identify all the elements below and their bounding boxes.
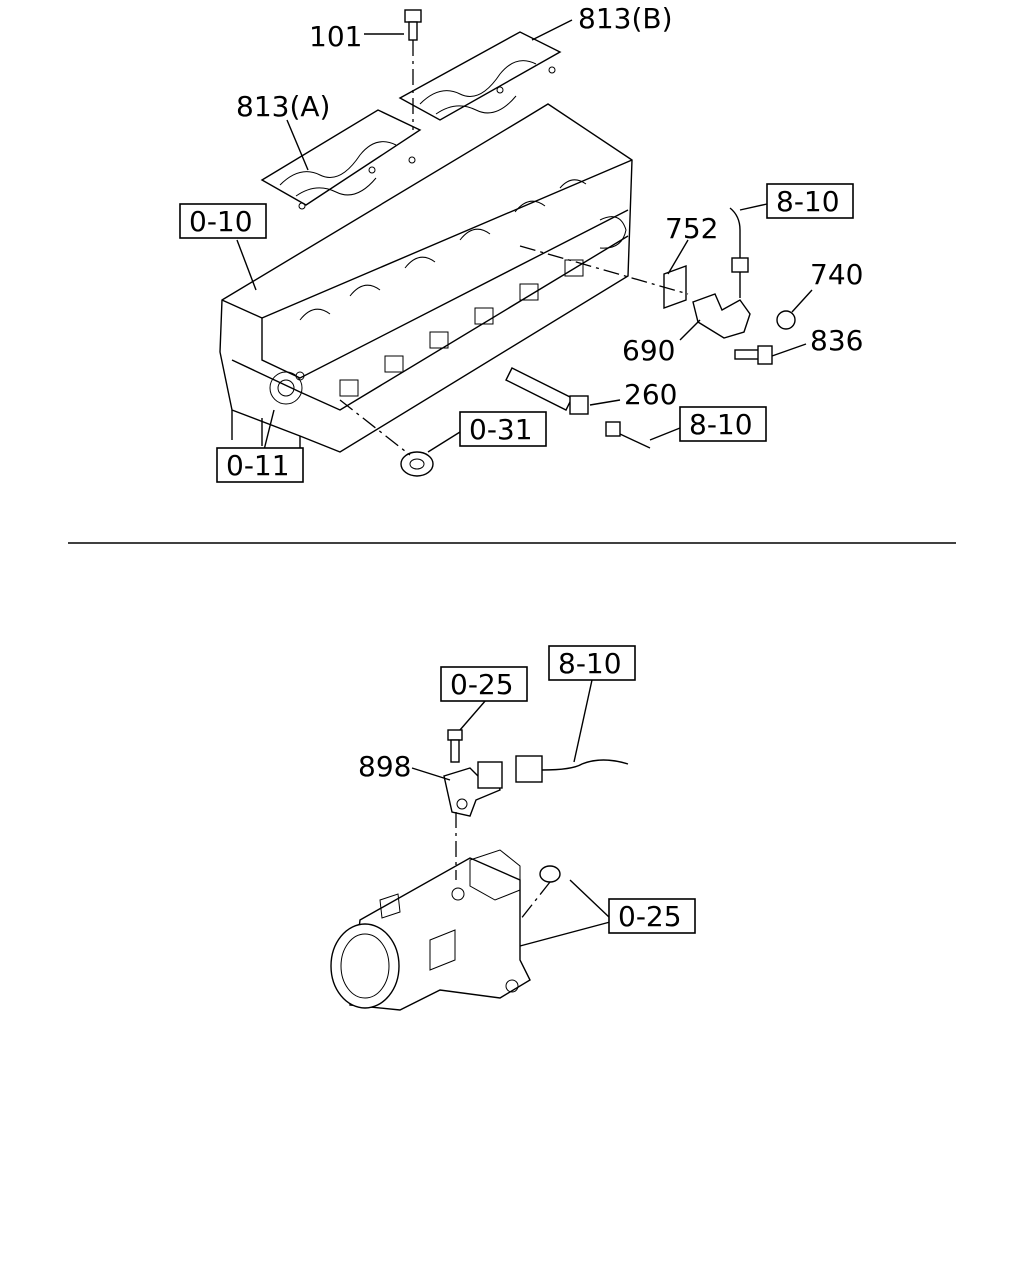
callout-813b: 813(B) [578, 2, 673, 35]
ref-0-25-bottom-label: 0-25 [618, 900, 682, 933]
bottom-leader-lines [411, 679, 611, 947]
callout-260: 260 [624, 378, 677, 411]
sensor-898-illustration [443, 729, 629, 817]
housing-illustration [330, 849, 561, 1011]
ref-box-8-10-mid[interactable]: 8-10 [679, 406, 767, 442]
ref-box-8-10-top[interactable]: 8-10 [766, 183, 854, 219]
callout-752: 752 [665, 212, 718, 245]
callout-836: 836 [810, 324, 863, 357]
callout-690: 690 [622, 334, 675, 367]
ref-8-10-bottom-label: 8-10 [558, 647, 622, 680]
sensor-690-illustration [663, 207, 796, 365]
ref-8-10-mid-label: 8-10 [689, 408, 753, 441]
bolt-101-illustration [404, 9, 422, 41]
callout-101: 101 [309, 20, 362, 53]
ref-box-0-11[interactable]: 0-11 [216, 447, 304, 483]
harness-813a-illustration [260, 109, 422, 210]
ref-box-0-31[interactable]: 0-31 [459, 411, 547, 447]
cylinder-head-illustration [219, 103, 633, 458]
callout-898: 898 [358, 750, 411, 783]
ref-0-10-label: 0-10 [189, 205, 253, 238]
ref-box-0-25-top[interactable]: 0-25 [440, 666, 528, 702]
ref-0-31-label: 0-31 [469, 413, 533, 446]
callout-740: 740 [810, 258, 863, 291]
harness-813b-illustration [398, 31, 562, 121]
ref-0-25-top-label: 0-25 [450, 668, 514, 701]
ref-0-11-label: 0-11 [226, 449, 290, 482]
ref-box-8-10-bottom[interactable]: 8-10 [548, 645, 636, 681]
sensor-260-illustration [505, 367, 651, 449]
callout-813a: 813(A) [236, 90, 330, 123]
top-leader-lines [236, 19, 813, 456]
ref-8-10-top-label: 8-10 [776, 185, 840, 218]
plug-illustration [400, 451, 434, 477]
ref-box-0-25-bottom[interactable]: 0-25 [608, 898, 696, 934]
ref-box-0-10[interactable]: 0-10 [179, 203, 267, 239]
